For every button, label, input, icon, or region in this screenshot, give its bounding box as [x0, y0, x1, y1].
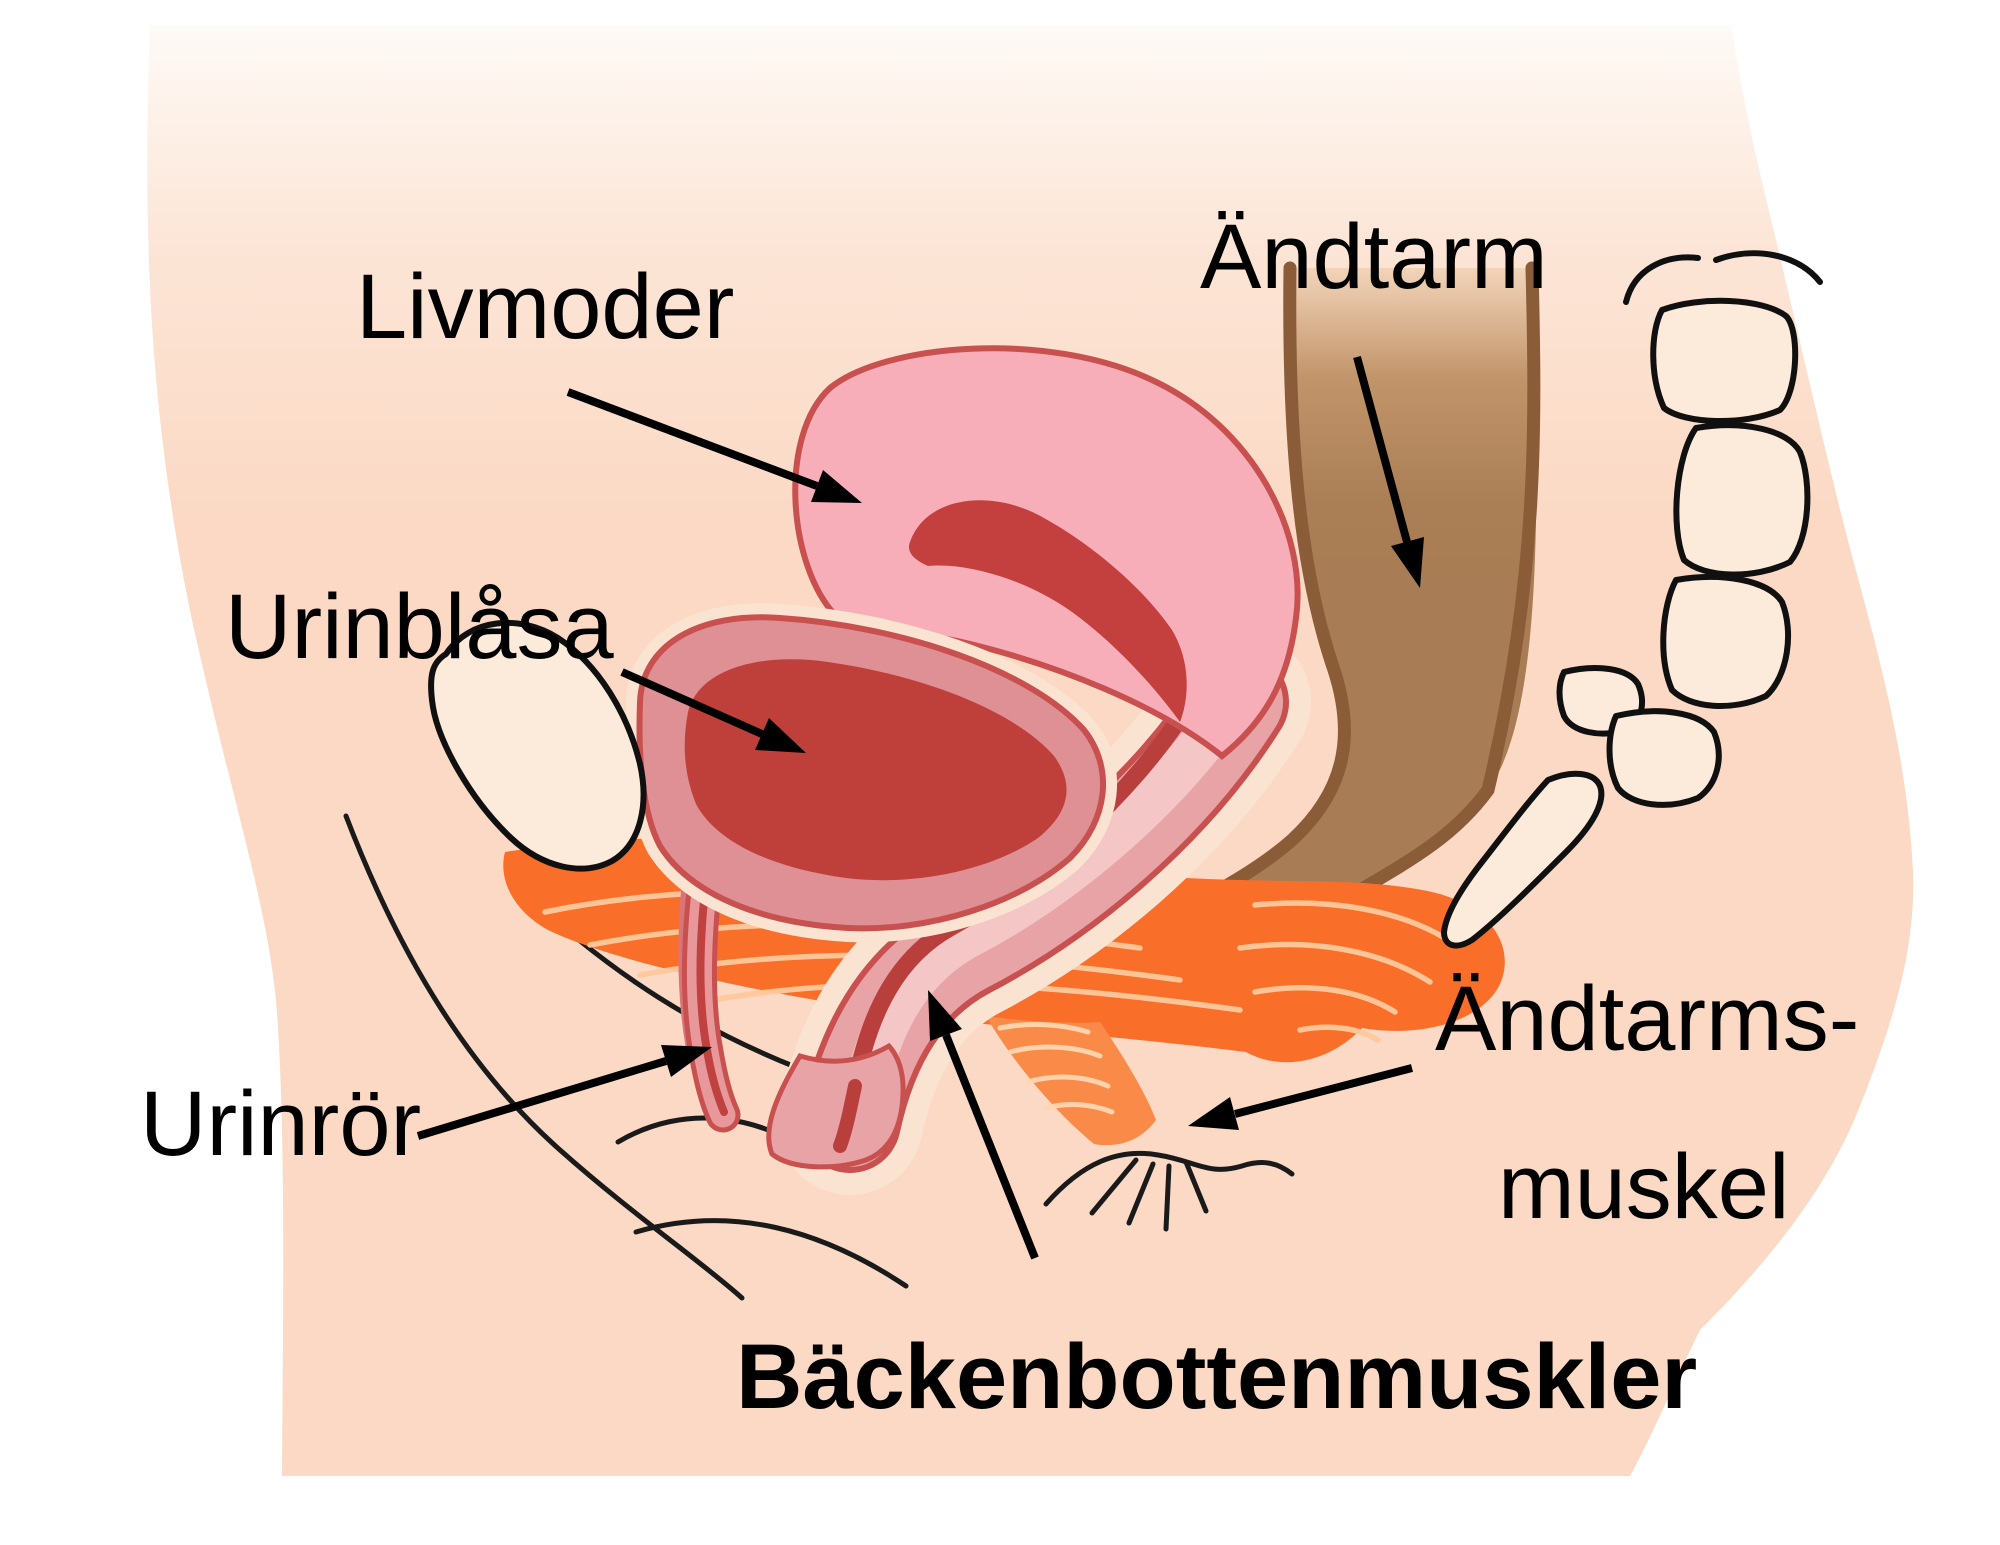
vagina-inner-layer [844, 684, 1252, 1112]
anus-crease-ray [1126, 1161, 1156, 1226]
thigh-crease-line [343, 813, 745, 1301]
urethra [678, 864, 741, 1133]
arrowhead-icon [1391, 537, 1424, 588]
sacral-vertebra [1660, 573, 1792, 709]
label-pelvic-floor: Bäckenbottenmuskler [736, 1326, 1697, 1428]
bladder-arrow [620, 668, 806, 753]
bladder [625, 603, 1117, 943]
label-anal-sphincter-line1: Ändtarms- [1435, 968, 1859, 1070]
anus-crease-ray [1089, 1157, 1139, 1216]
rectum-outline-back [1303, 261, 1541, 927]
rectum-arrow [1353, 355, 1424, 588]
anus-crease-ray [1183, 1159, 1209, 1214]
sacral-vertebra [1650, 297, 1799, 424]
arrowhead-icon [755, 718, 806, 753]
vagina-canal-end [833, 1079, 862, 1153]
label-bladder: Urinblåsa [225, 576, 614, 678]
anus-crease-ray [1163, 1163, 1172, 1232]
label-uterus: Livmoder [356, 256, 734, 358]
arrowhead-icon [928, 990, 962, 1041]
arrowhead-icon [1188, 1097, 1239, 1130]
urethra-arrow [416, 1045, 712, 1140]
vagina [766, 629, 1311, 1195]
urethra-canal [696, 886, 728, 1116]
label-rectum: Ändtarm [1200, 206, 1548, 308]
uterus-arrow [566, 388, 862, 503]
labels: Livmoder Urinblåsa Ändtarm Urinrör Ändta… [140, 206, 1859, 1428]
label-urethra: Urinrör [140, 1073, 421, 1175]
uterus [792, 345, 1301, 760]
bladder-interior [684, 659, 1067, 881]
annotation-arrows [416, 355, 1424, 1260]
anal-sphincter-arrow [1188, 1064, 1414, 1130]
arrowhead-icon [661, 1045, 712, 1077]
pubic-bone [428, 619, 647, 872]
sacral-vertebra [1673, 422, 1811, 578]
sacrum-top-arc [1713, 250, 1823, 285]
uterus-cavity [908, 500, 1187, 722]
pelvic-floor-arrow [928, 990, 1039, 1260]
vaginal-opening [766, 1042, 906, 1170]
rectum-body [1113, 268, 1537, 1020]
labia-fold-lower [633, 1218, 909, 1289]
sphincter-fiber-stripes [997, 1022, 1115, 1115]
sacrum-top-arc [1623, 254, 1701, 305]
arrowhead-icon [811, 470, 862, 503]
sacral-vertebra [1606, 708, 1722, 808]
label-anal-sphincter-line2: muskel [1498, 1136, 1789, 1238]
coccyx-tailbone [1441, 770, 1605, 949]
sacrum-coccyx-bones [1441, 250, 1823, 949]
